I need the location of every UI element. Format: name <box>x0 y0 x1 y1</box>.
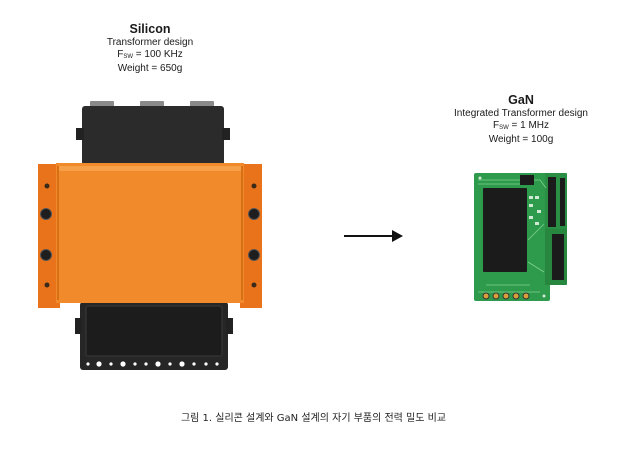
pcb-components <box>529 196 541 225</box>
bracket-hole-small <box>44 183 50 189</box>
transformer-orange-highlight <box>58 166 242 171</box>
pcb-pad <box>512 292 520 300</box>
bracket-hole-large <box>40 249 52 261</box>
pcb-pad <box>482 292 490 300</box>
transformer-pin <box>120 361 126 367</box>
transformer-pin <box>215 362 219 366</box>
gan-design-text: Integrated Transformer design <box>454 108 588 119</box>
transformer-orange-body <box>56 163 244 303</box>
transformer-pin <box>109 362 113 366</box>
pcb-pad-row <box>482 292 530 300</box>
silicon-fsw-text: FSW = 100 KHz <box>117 49 183 60</box>
gan-title: GaN <box>508 93 534 107</box>
transformer-core-side-tab <box>76 128 84 140</box>
transformer-pin <box>204 362 208 366</box>
gan-pcb-illustration <box>474 173 567 301</box>
bracket-hole-large <box>248 249 260 261</box>
pcb-strip-connector <box>548 177 556 227</box>
silicon-weight-text: Weight = 650g <box>117 63 183 74</box>
transformer-pin-row <box>86 361 219 367</box>
transformer-pin <box>192 362 196 366</box>
gan-fsw-text: FSW = 1 MHz <box>492 120 550 131</box>
pcb-main-chip <box>483 188 527 272</box>
bracket-hole-small <box>251 282 257 288</box>
silicon-design-text: Transformer design <box>106 37 194 48</box>
transformer-core-side-tab <box>222 128 230 140</box>
transformer-pin <box>168 362 172 366</box>
pcb-strip-connector <box>560 178 565 226</box>
pcb-mount-hole <box>542 294 546 298</box>
gan-label-block: GaN Integrated Transformer design FSW = … <box>446 93 596 146</box>
arrow-icon <box>344 230 403 242</box>
gan-weight-text: Weight = 100g <box>488 134 554 145</box>
transformer-bottom-inner <box>85 305 223 357</box>
bracket-holes <box>40 183 260 288</box>
transformer-pin <box>155 361 161 367</box>
silicon-title: Silicon <box>129 22 171 36</box>
silicon-transformer-illustration <box>38 101 262 370</box>
transformer-pin <box>144 362 148 366</box>
figure-caption: 그림 1. 실리콘 설계와 GaN 설계의 자기 부품의 전력 밀도 비교 <box>180 413 447 424</box>
comparison-illustration <box>38 101 567 370</box>
transformer-pin <box>179 361 185 367</box>
transformer-pin <box>96 361 102 367</box>
pcb-pad <box>492 292 500 300</box>
pcb-pad <box>522 292 530 300</box>
transformer-pin <box>133 362 137 366</box>
transformer-right-bracket <box>240 164 262 308</box>
pcb-mount-hole <box>478 176 482 180</box>
pcb-pad <box>502 292 510 300</box>
bracket-hole-large <box>40 208 52 220</box>
transformer-top-core <box>82 106 224 168</box>
transformer-core-side-tab <box>75 318 82 334</box>
silicon-label-block: Silicon Transformer design FSW = 100 KHz… <box>80 22 220 75</box>
bracket-hole-small <box>44 282 50 288</box>
pcb-small-chip <box>520 175 534 185</box>
bracket-hole-large <box>248 208 260 220</box>
transformer-core-side-tab <box>226 318 233 334</box>
bracket-hole-small <box>251 183 257 189</box>
transformer-pin <box>86 362 90 366</box>
pcb-strip-connector <box>552 234 564 280</box>
transformer-left-bracket <box>38 164 60 308</box>
